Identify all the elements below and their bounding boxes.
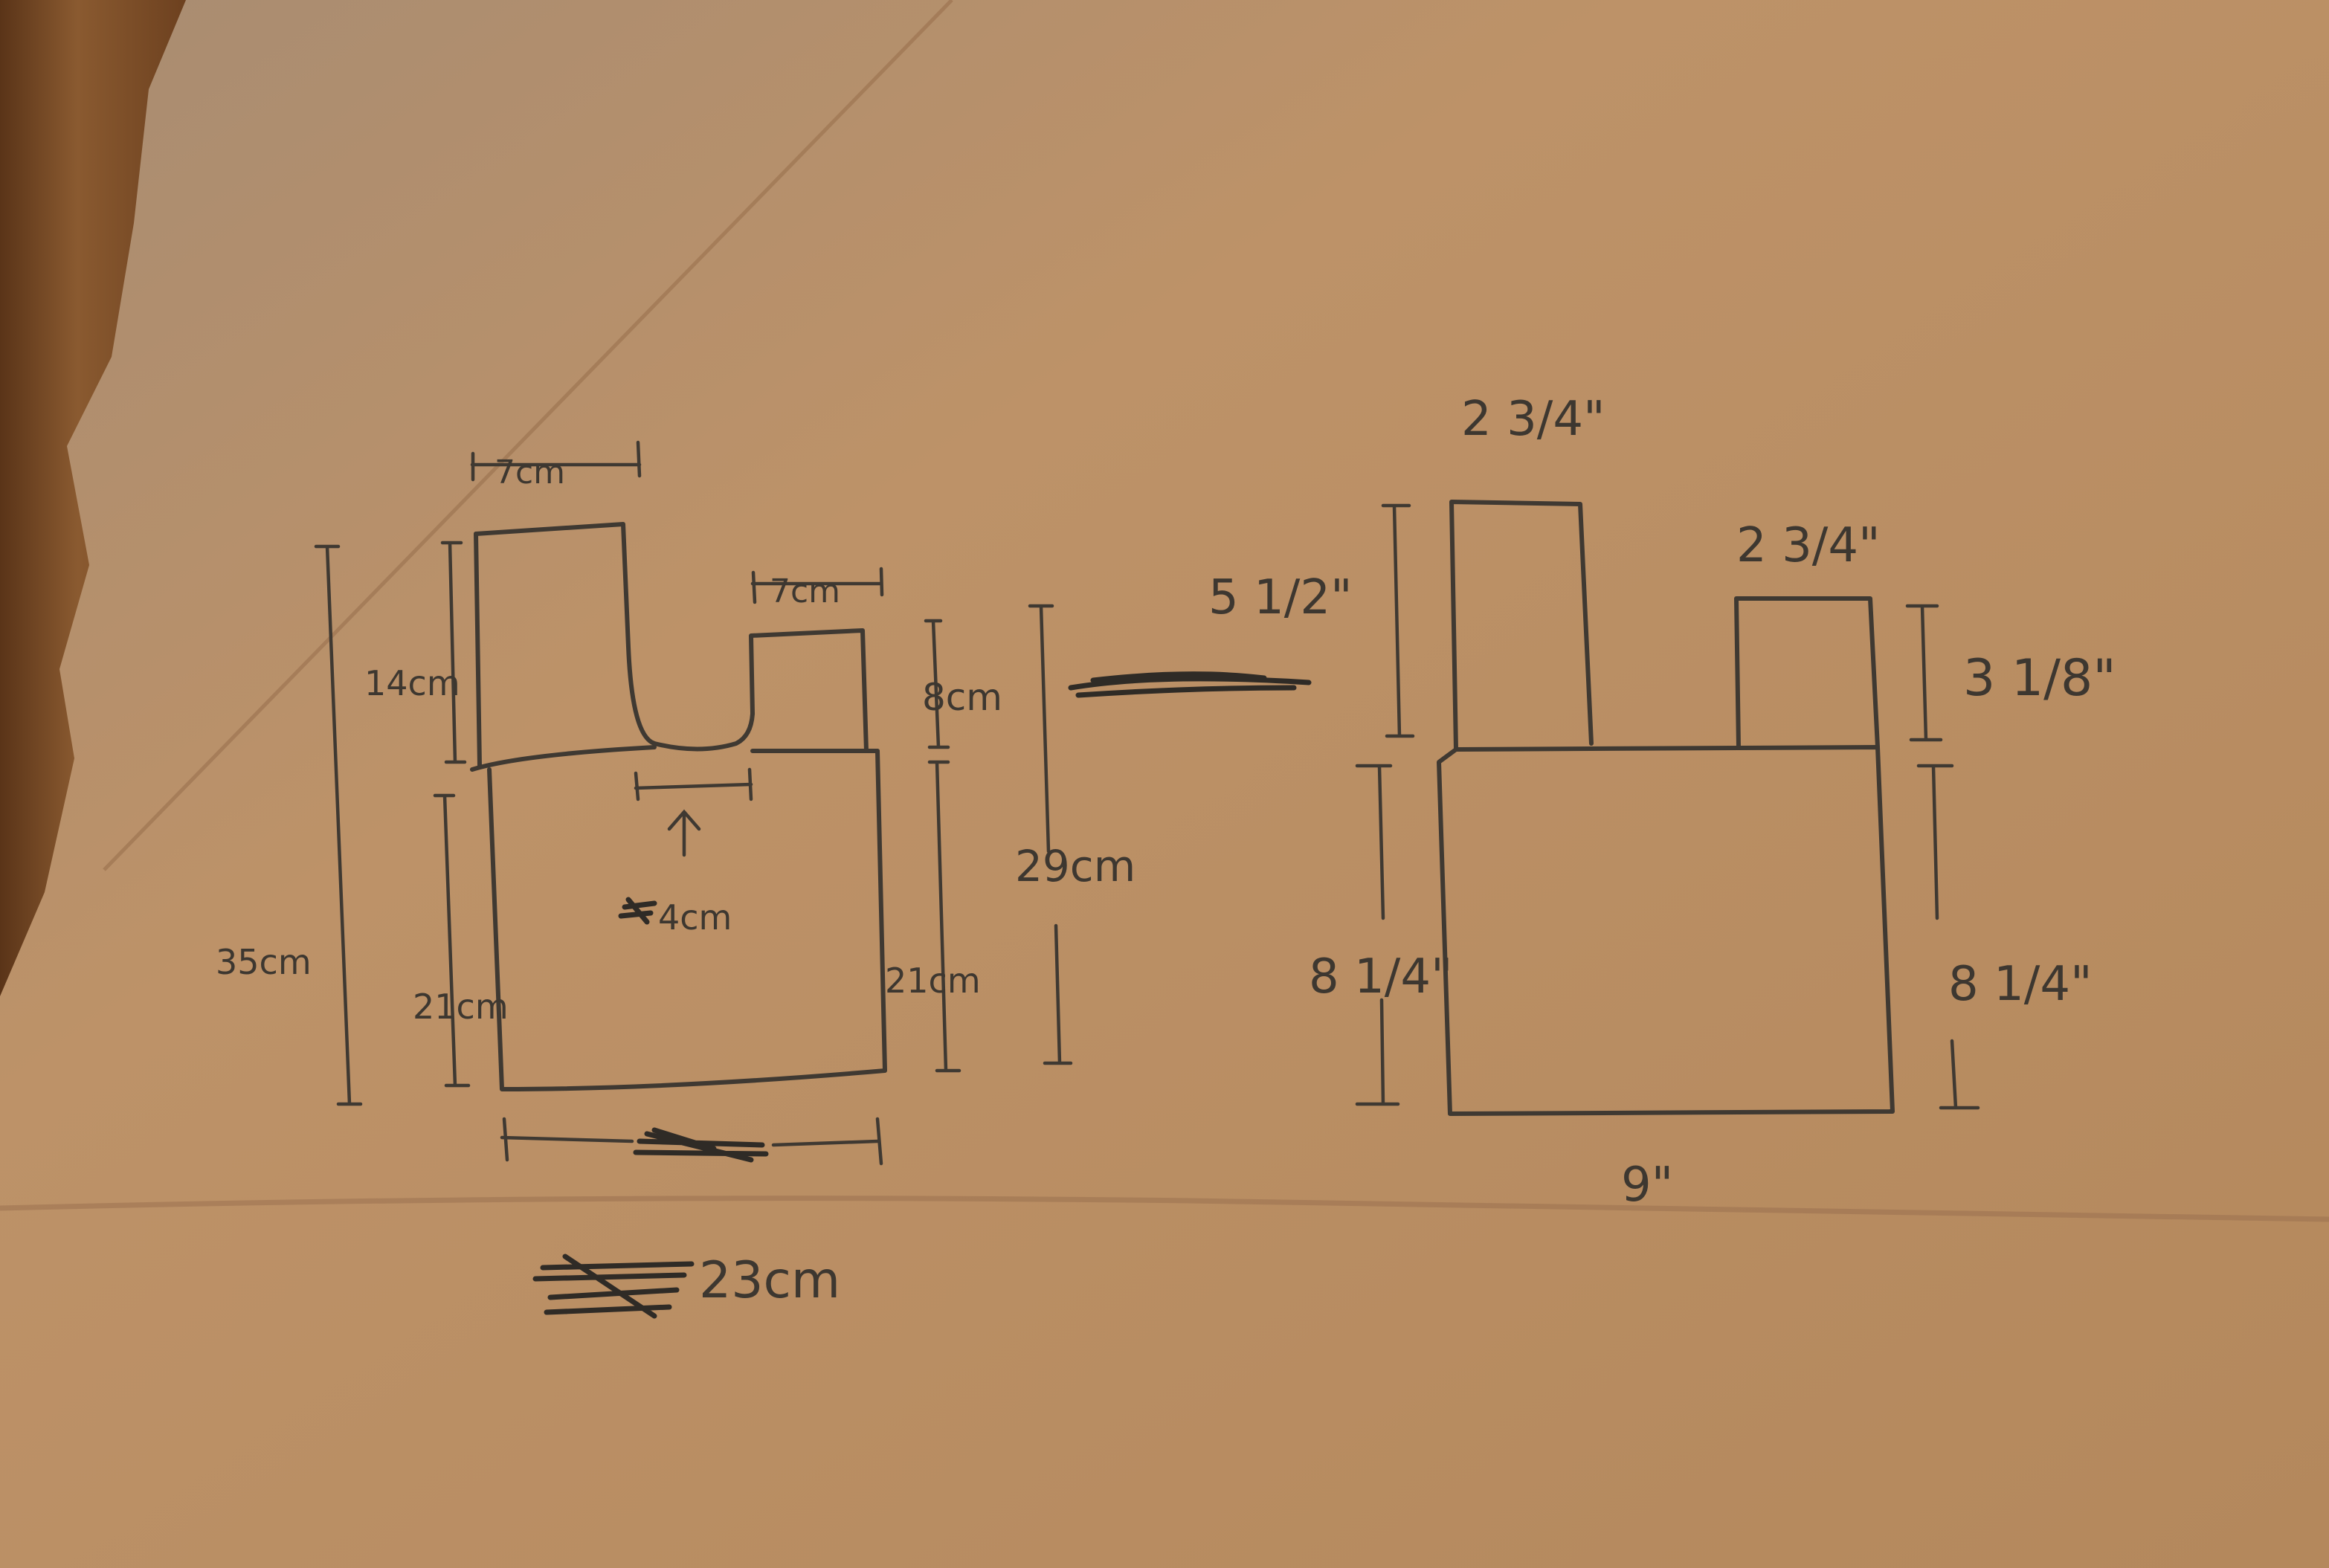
metric-handle-right-width: 7cm — [770, 572, 840, 610]
imperial-dimension-lines — [1355, 503, 1980, 1110]
metric-dimension-lines — [314, 440, 1312, 1166]
imperial-handle-left-width: 2 3/4" — [1461, 392, 1605, 447]
imperial-body-right-height: 8 1/4" — [1948, 957, 2093, 1012]
metric-bag-outline — [470, 522, 887, 1091]
crossed-out-mark — [618, 897, 657, 925]
metric-total-height: 35cm — [216, 942, 312, 982]
imperial-bag-outline — [1437, 500, 1895, 1116]
crossed-out-mark — [633, 1127, 769, 1163]
imperial-handle-right-height: 3 1/8" — [1963, 649, 2116, 708]
metric-gap-width: 4cm — [658, 897, 732, 938]
fold-crease-horizontal — [0, 1196, 2329, 1222]
imperial-handle-right-width: 2 3/4" — [1736, 518, 1881, 573]
metric-right-total-height: 29cm — [1015, 841, 1135, 891]
metric-handle-left-width: 7cm — [495, 454, 565, 491]
imperial-bottom-width: 9" — [1621, 1158, 1673, 1213]
fold-crease-diagonal — [103, 0, 953, 871]
imperial-body-left-height: 8 1/4" — [1309, 949, 1453, 1004]
metric-body-left-height: 21cm — [413, 987, 509, 1027]
metric-bottom-width: 23cm — [699, 1251, 840, 1310]
metric-handle-right-height: 8cm — [922, 676, 1002, 719]
crossed-out-mark — [532, 1254, 695, 1319]
imperial-handle-left-height: 5 1/2" — [1208, 570, 1353, 625]
metric-body-right-height: 21cm — [885, 961, 981, 1001]
crossed-out-mark — [1068, 671, 1312, 698]
metric-handle-left-height: 14cm — [364, 663, 460, 703]
